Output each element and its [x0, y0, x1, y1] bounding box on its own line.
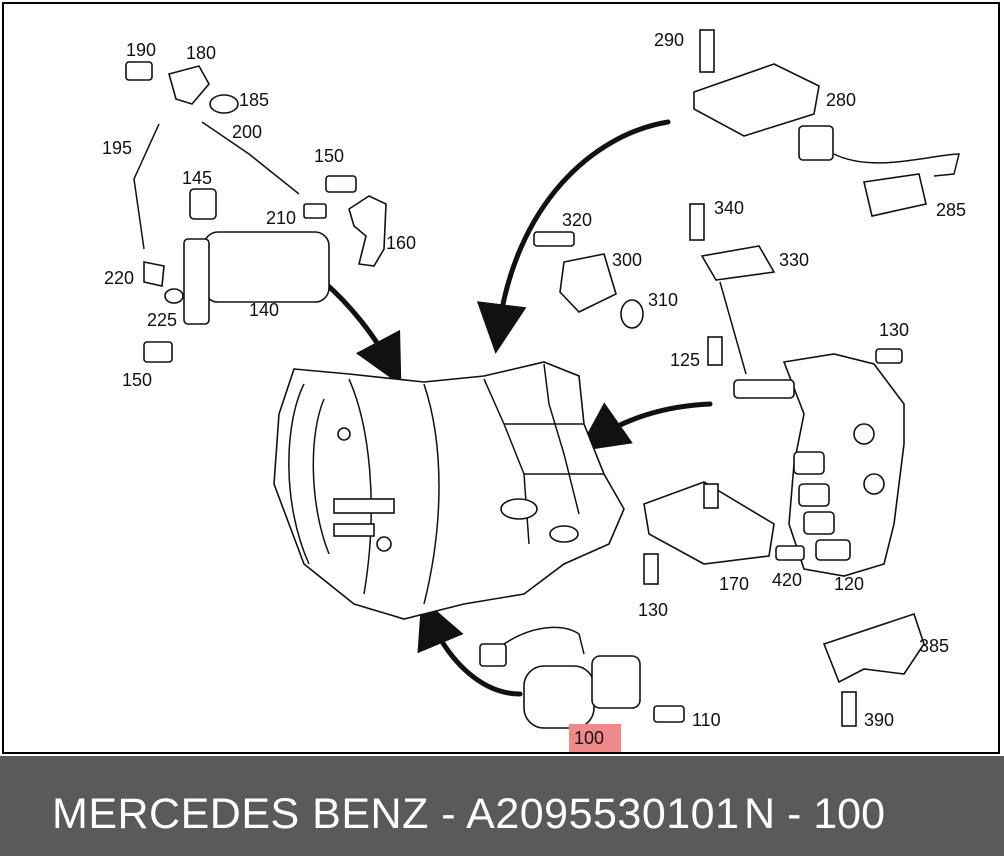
callout-170: 170	[719, 574, 749, 594]
callout-190: 190	[126, 40, 156, 60]
fluid-cooler-line-group	[125, 61, 387, 363]
highlight-box-100	[569, 724, 621, 752]
callout-195: 195	[102, 138, 132, 158]
bracket-group	[689, 203, 776, 375]
arrow-valvebody-to-housing	[577, 401, 713, 452]
callout-340: 340	[714, 198, 744, 218]
control-module-group	[693, 29, 960, 217]
footer-bar	[0, 756, 1004, 856]
cover-385-group	[822, 612, 925, 727]
callout-180: 180	[186, 43, 216, 63]
callout-300: 300	[612, 250, 642, 270]
callout-385: 385	[919, 636, 949, 656]
callout-390: 390	[864, 710, 894, 730]
callout-130-top: 130	[879, 320, 909, 340]
callout-225: 225	[147, 310, 177, 330]
transmission-exploded-diagram: 190 180 185 195 200 145 150 210 160 220 …	[102, 29, 966, 752]
callout-150-top: 150	[314, 146, 344, 166]
arrow-actuator-to-housing	[417, 597, 523, 697]
callout-220: 220	[104, 268, 134, 288]
parts-diagram-panel: 190 180 185 195 200 145 150 210 160 220 …	[2, 2, 1000, 754]
callout-130-bottom: 130	[638, 600, 668, 620]
cover-plate-group	[643, 481, 805, 585]
footer-reference: N - 100	[744, 790, 886, 838]
callout-160: 160	[386, 233, 416, 253]
valve-body-group	[733, 348, 905, 577]
callout-210: 210	[266, 208, 296, 228]
arrow-filter-to-housing	[321, 279, 402, 386]
callout-145: 145	[182, 168, 212, 188]
callout-290: 290	[654, 30, 684, 50]
callout-140: 140	[249, 300, 279, 320]
callout-110: 110	[692, 710, 721, 730]
arrow-module-to-housing	[476, 119, 671, 354]
callout-185: 185	[239, 90, 269, 110]
actuator-motor-group	[479, 626, 685, 729]
callout-285: 285	[936, 200, 966, 220]
callout-420: 420	[772, 570, 802, 590]
speed-sensor-group	[533, 231, 644, 329]
transmission-housing	[273, 361, 625, 620]
callout-330: 330	[779, 250, 809, 270]
callout-100: 100	[574, 728, 604, 748]
callout-310: 310	[648, 290, 678, 310]
callout-150-bottom: 150	[122, 370, 152, 390]
callout-125: 125	[670, 350, 700, 370]
callout-280: 280	[826, 90, 856, 110]
footer-brand-part-number: MERCEDES BENZ - A2095530101	[52, 790, 740, 838]
callout-120: 120	[834, 574, 864, 594]
callout-320: 320	[562, 210, 592, 230]
callout-200: 200	[232, 122, 262, 142]
